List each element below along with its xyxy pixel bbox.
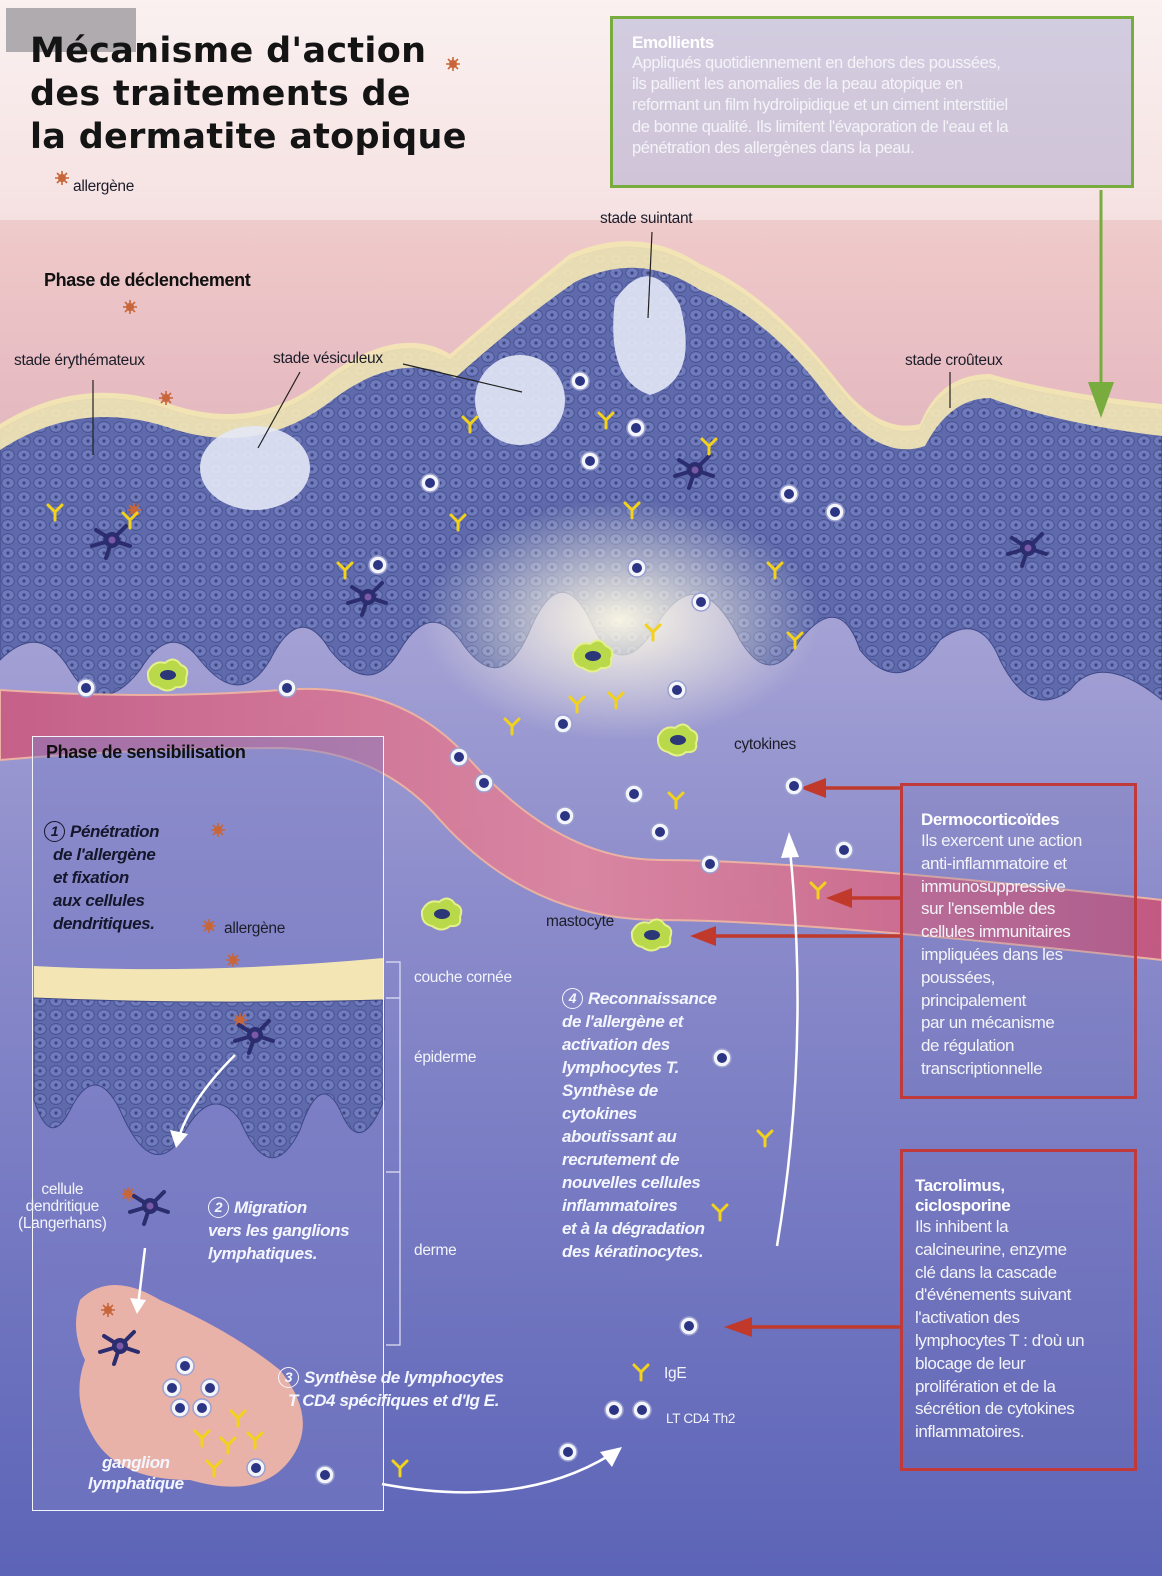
dermocorticoids-line: immunosuppressive [921, 876, 1122, 899]
tacrolimus-box: Tacrolimus, ciclosporine Ils inhibent la… [900, 1149, 1137, 1471]
step-1-line: Pénétration [70, 822, 159, 841]
step-4-line: inflammatoires [562, 1194, 717, 1217]
step-4-line: Synthèse de [562, 1079, 717, 1102]
emollients-text: Appliqués quotidiennement en dehors des … [632, 53, 1111, 159]
stratum-corneum-label: couche cornée [414, 969, 512, 987]
dendritic-label-line: (Langerhans) [18, 1215, 107, 1232]
lymph-node-label-line: lymphatique [88, 1473, 184, 1494]
tacrolimus-line: prolifération et de la [915, 1376, 1122, 1399]
dendritic-label-line: cellule [18, 1181, 107, 1198]
page-title: Mécanisme d'action des traitements de la… [30, 30, 467, 159]
dermocorticoids-line: poussées, [921, 967, 1122, 990]
step-4-number: 4 [562, 988, 583, 1009]
emollients-box: Emollients Appliqués quotidiennement en … [610, 16, 1134, 188]
phase-sensitization-heading: Phase de sensibilisation [46, 742, 245, 763]
step-1-line: de l'allergène [44, 843, 159, 866]
tacrolimus-text: Ils inhibent la calcineurine, enzyme clé… [915, 1216, 1122, 1444]
dermocorticoids-title: Dermocorticoïdes [921, 810, 1122, 830]
tacrolimus-line: l'activation des [915, 1307, 1122, 1330]
dermis-label: derme [414, 1242, 456, 1260]
ige-legend-label: IgE [664, 1365, 686, 1383]
emollients-title: Emollients [632, 33, 1111, 53]
step-3-line: T CD4 spécifiques et d'Ig E. [278, 1389, 504, 1412]
tacrolimus-line: blocage de leur [915, 1353, 1122, 1376]
dermocorticoids-line: sur l'ensemble des [921, 898, 1122, 921]
tacrolimus-line: lymphocytes T : d'où un [915, 1330, 1122, 1353]
step-4-line: des kératinocytes. [562, 1240, 717, 1263]
step-3: 3 Synthèse de lymphocytes T CD4 spécifiqu… [278, 1366, 504, 1412]
stage-oozing-label: stade suintant [600, 210, 692, 228]
step-4-line: cytokines [562, 1102, 717, 1125]
step-4-line: activation des [562, 1033, 717, 1056]
step-4-line: Reconnaissance [588, 989, 717, 1008]
emollients-line: pénétration des allergènes dans la peau. [632, 138, 1111, 159]
step-4-line: recrutement de [562, 1148, 717, 1171]
dermocorticoids-line: cellules immunitaires [921, 921, 1122, 944]
title-line-1: Mécanisme d'action [30, 30, 467, 73]
step-4-line: et à la dégradation [562, 1217, 717, 1240]
tacrolimus-line: sécrétion de cytokines [915, 1398, 1122, 1421]
emollients-line: reformant un film hydrolipidique et un c… [632, 95, 1111, 116]
tacrolimus-line: clé dans la cascade [915, 1262, 1122, 1285]
stage-erythematous-label: stade érythémateux [14, 352, 145, 370]
epidermis-label: épiderme [414, 1049, 476, 1067]
step-1-number: 1 [44, 821, 65, 842]
step-1-line: aux cellules [44, 889, 159, 912]
stage-crusty-label: stade croûteux [905, 352, 1002, 370]
step-2-line: vers les ganglions [208, 1219, 349, 1242]
tacrolimus-line: inflammatoires. [915, 1421, 1122, 1444]
stage-vesicular-label: stade vésiculeux [273, 350, 383, 368]
step-4: 4 Reconnaissance de l'allergène et activa… [562, 987, 717, 1263]
step-4-line: aboutissant au [562, 1125, 717, 1148]
step-3-number: 3 [278, 1367, 299, 1388]
dermocorticoids-line: principalement [921, 990, 1122, 1013]
dermocorticoids-line: Ils exercent une action [921, 830, 1122, 853]
cytokines-label: cytokines [734, 736, 796, 754]
title-line-2: des traitements de [30, 73, 467, 116]
step-3-line: Synthèse de lymphocytes [304, 1368, 504, 1387]
tacrolimus-line: d'événements suivant [915, 1284, 1122, 1307]
legend-allergen-label: allergène [73, 178, 134, 196]
dermocorticoids-line: impliquées dans les [921, 944, 1122, 967]
tacrolimus-line: calcineurine, enzyme [915, 1239, 1122, 1262]
emollients-line: Appliqués quotidiennement en dehors des … [632, 53, 1111, 74]
title-line-3: la dermatite atopique [30, 116, 467, 159]
step-2-number: 2 [208, 1197, 229, 1218]
dermocorticoids-text: Ils exercent une action anti-inflammatoi… [921, 830, 1122, 1081]
dermocorticoids-line: anti-inflammatoire et [921, 853, 1122, 876]
dermocorticoids-box: Dermocorticoïdes Ils exercent une action… [900, 783, 1137, 1099]
step-2-line: lymphatiques. [208, 1242, 349, 1265]
step-4-line: de l'allergène et [562, 1010, 717, 1033]
dendritic-cell-label: cellule dendritique (Langerhans) [18, 1181, 107, 1232]
mastocyte-label: mastocyte [546, 913, 614, 931]
emollients-line: ils pallient les anomalies de la peau at… [632, 74, 1111, 95]
emollients-line: de bonne qualité. Ils limitent l'évapora… [632, 117, 1111, 138]
lymph-node-label-line: ganglion [88, 1452, 184, 1473]
lt-cd4-legend-label: LT CD4 Th2 [666, 1411, 735, 1426]
inset-allergen-label: allergène [224, 920, 285, 938]
tacrolimus-title: Tacrolimus, [915, 1176, 1122, 1196]
dendritic-label-line: dendritique [18, 1198, 107, 1215]
step-1-line: dendritiques. [44, 912, 159, 935]
step-2-line: Migration [234, 1198, 307, 1217]
step-4-line: lymphocytes T. [562, 1056, 717, 1079]
lymph-node-label: ganglion lymphatique [88, 1452, 184, 1494]
dermocorticoids-line: transcriptionnelle [921, 1058, 1122, 1081]
step-1-line: et fixation [44, 866, 159, 889]
phase-trigger-heading: Phase de déclenchement [44, 270, 250, 291]
step-4-line: nouvelles cellules [562, 1171, 717, 1194]
ciclosporine-title: ciclosporine [915, 1196, 1122, 1216]
tacrolimus-line: Ils inhibent la [915, 1216, 1122, 1239]
step-2: 2 Migration vers les ganglions lymphatiqu… [208, 1196, 349, 1265]
dermocorticoids-line: par un mécanisme [921, 1012, 1122, 1035]
dermocorticoids-line: de régulation [921, 1035, 1122, 1058]
